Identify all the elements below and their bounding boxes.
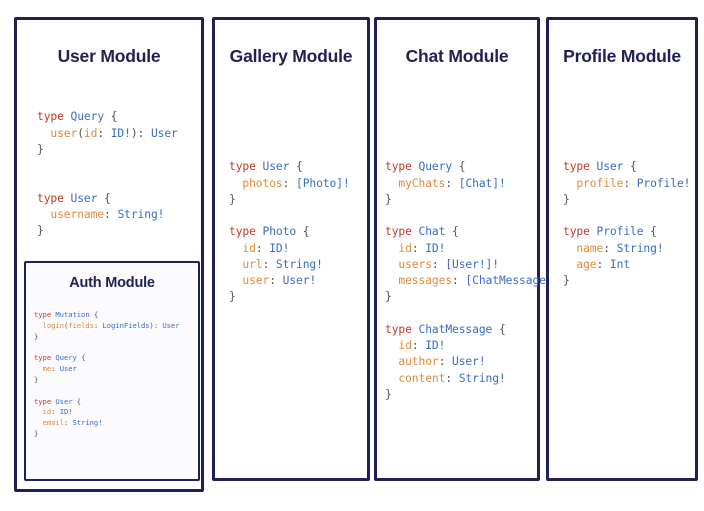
panel-chat-module: Chat Module type Query { myChats: [Chat]… [374, 17, 559, 481]
panel-title-user-module: User Module [57, 46, 161, 66]
code-block-profile-module: type User { profile: Profile! } type Pro… [563, 160, 691, 288]
code-block-user-module: type Query { user(id: ID!): User } type … [37, 110, 178, 238]
panel-profile-module: Profile Module type User { profile: Prof… [546, 17, 698, 481]
panel-gallery-module: Gallery Module type User { photos: [Phot… [212, 17, 370, 481]
code-block-auth-module: type Mutation { login(fields: LoginField… [34, 310, 180, 438]
panel-title-gallery-module: Gallery Module [229, 46, 353, 66]
panel-title-auth-module: Auth Module [69, 275, 155, 291]
code-block-chat-module: type Query { myChats: [Chat]! } type Cha… [385, 160, 559, 402]
code-block-gallery-module: type User { photos: [Photo]! } type Phot… [229, 160, 350, 304]
panel-title-chat-module: Chat Module [405, 46, 509, 66]
panel-user-module: User Module type Query { user(id: ID!): … [14, 17, 204, 492]
panel-auth-module: Auth Module type Mutation { login(fields… [24, 261, 200, 481]
panel-title-profile-module: Profile Module [563, 46, 681, 66]
